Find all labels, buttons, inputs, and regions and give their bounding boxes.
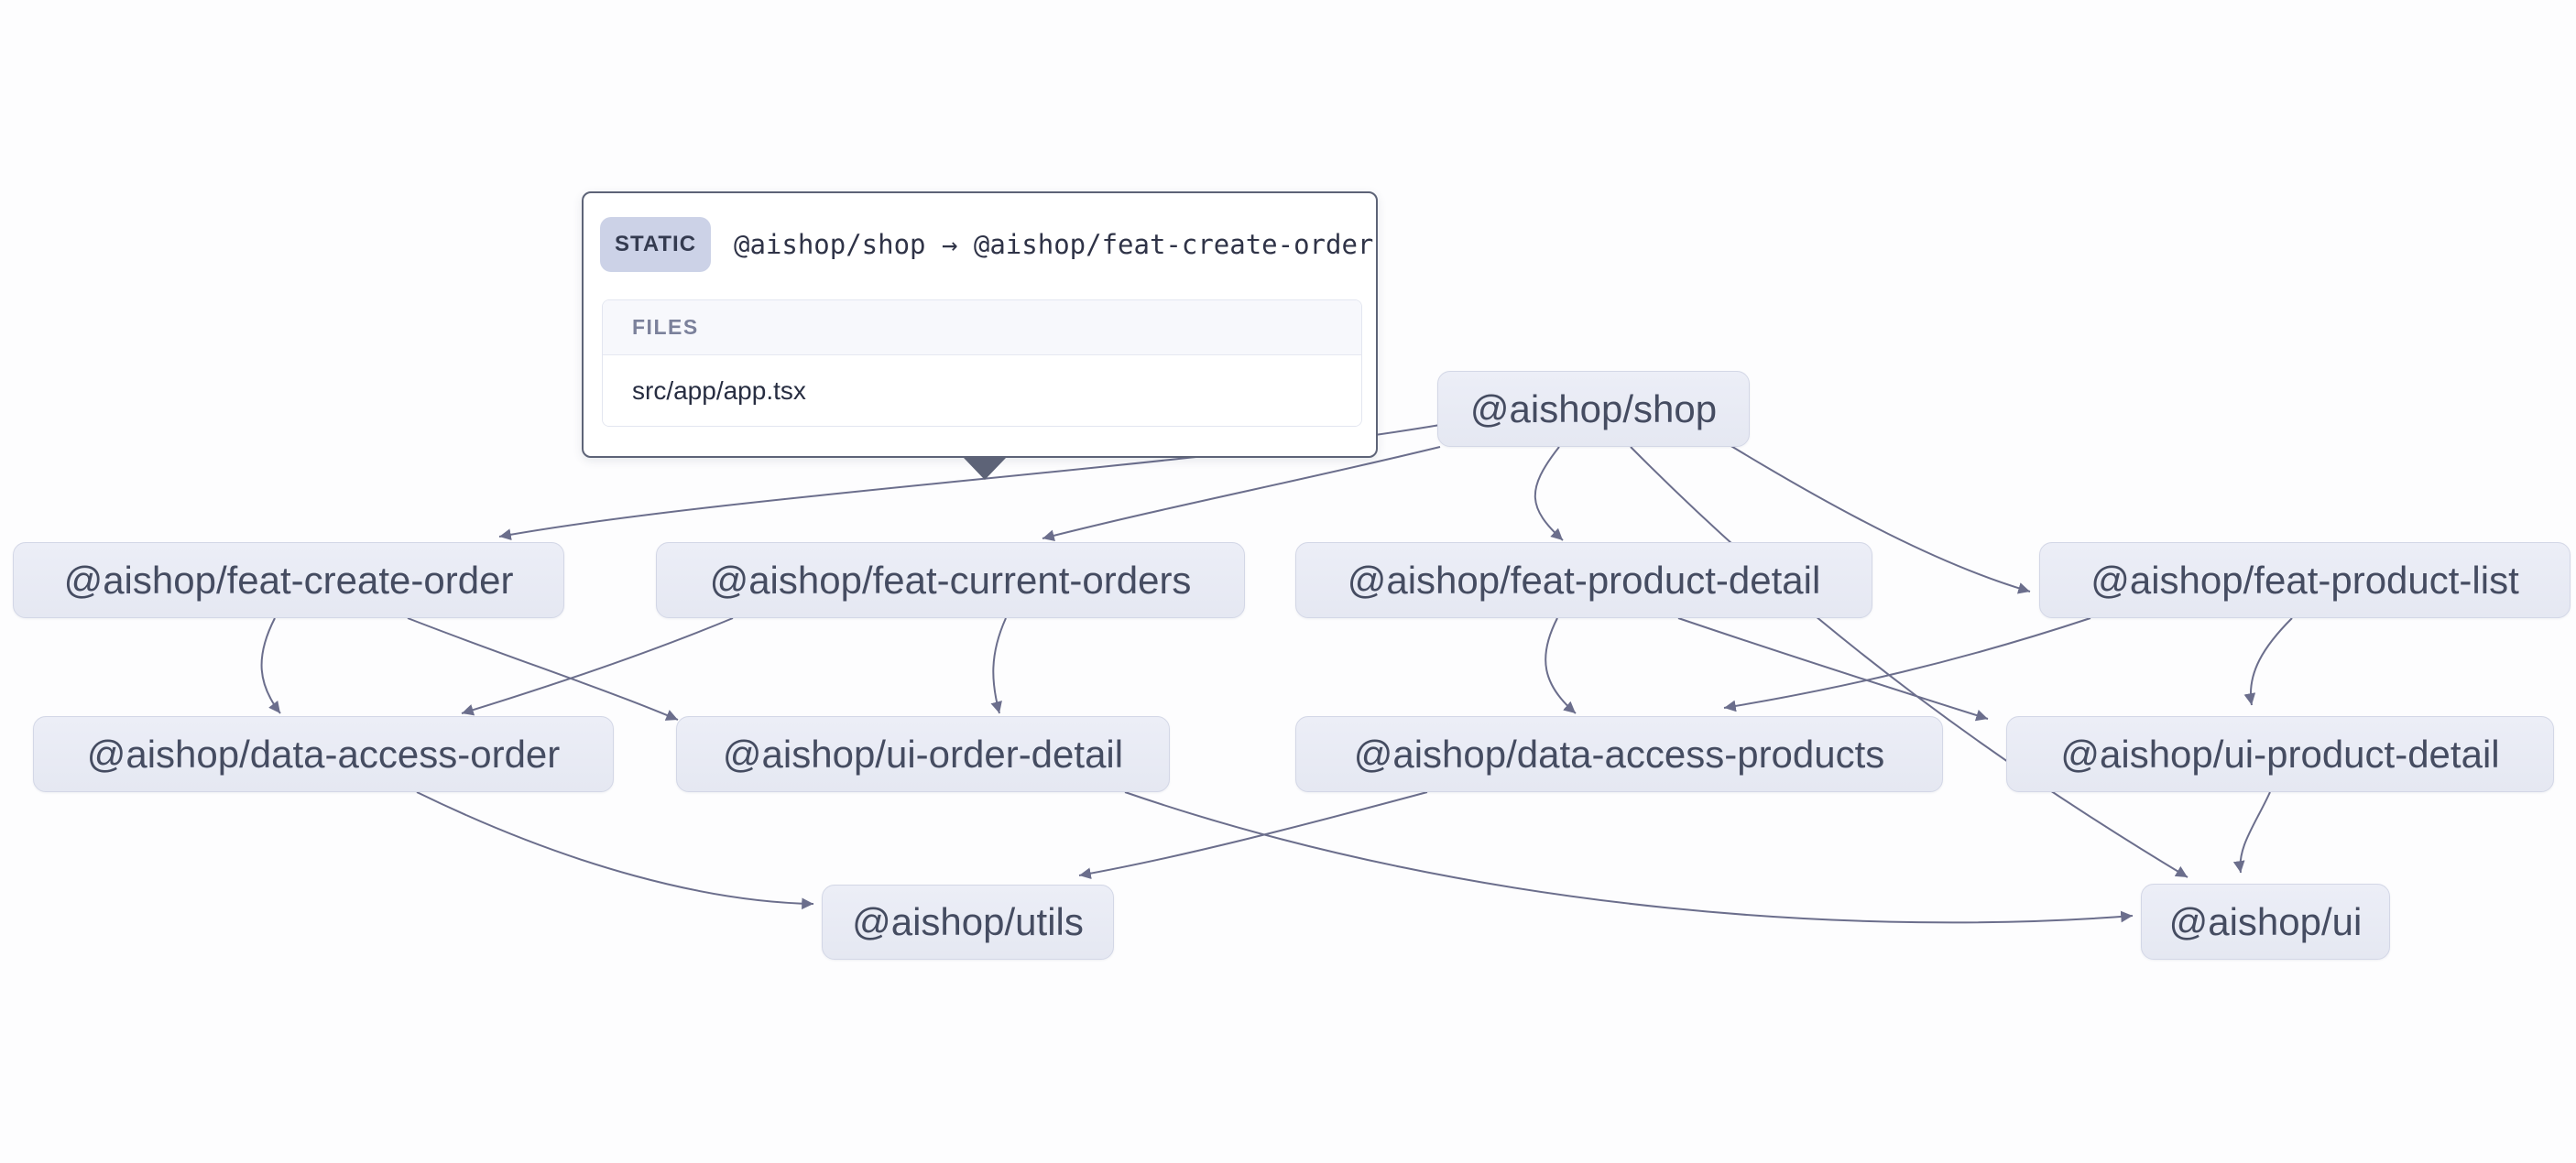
edge-shop->feat-product-list[interactable] [1729, 444, 2031, 594]
graph-node-ui-product-detail[interactable]: @aishop/ui-product-detail [2006, 716, 2554, 792]
graph-node-ui-order-detail[interactable]: @aishop/ui-order-detail [676, 716, 1170, 792]
edge-feat-product-detail->ui-product-detail[interactable] [1677, 617, 1989, 722]
edge-tooltip-header: STATIC @aishop/shop → @aishop/feat-creat… [584, 193, 1376, 272]
graph-node-feat-product-list[interactable]: @aishop/feat-product-list [2039, 542, 2571, 618]
edge-shop->feat-product-detail[interactable] [1534, 446, 1564, 541]
graph-node-data-access-products[interactable]: @aishop/data-access-products [1295, 716, 1943, 792]
graph-node-feat-current-orders[interactable]: @aishop/feat-current-orders [656, 542, 1245, 618]
graph-node-data-access-order[interactable]: @aishop/data-access-order [33, 716, 614, 792]
edge-data-access-order->utils[interactable] [416, 791, 814, 910]
edge-tooltip: STATIC @aishop/shop → @aishop/feat-creat… [582, 191, 1378, 480]
edge-type-badge: STATIC [600, 217, 711, 272]
graph-node-shop[interactable]: @aishop/shop [1437, 371, 1750, 447]
edge-feat-current-orders->ui-order-detail[interactable] [990, 617, 1007, 714]
tooltip-caret-icon [964, 458, 1006, 480]
edge-shop->feat-current-orders[interactable] [1042, 446, 1441, 542]
edge-ui-order-detail->ui[interactable] [1124, 791, 2134, 924]
edge-feat-product-list->ui-product-detail[interactable] [2243, 617, 2293, 706]
edge-shop->ui[interactable] [1630, 446, 2189, 878]
graph-node-feat-product-detail[interactable]: @aishop/feat-product-detail [1295, 542, 1872, 618]
edge-feat-product-detail->data-access-products[interactable] [1545, 617, 1577, 714]
edge-tooltip-title: @aishop/shop → @aishop/feat-create-order [734, 229, 1374, 260]
edge-feat-current-orders->data-access-order[interactable] [461, 617, 734, 716]
edge-ui-product-detail->ui[interactable] [2232, 791, 2271, 874]
edge-files-header: FILES [603, 300, 1361, 355]
edge-data-access-products->utils[interactable] [1078, 791, 1428, 880]
edge-feat-product-list->data-access-products[interactable] [1723, 617, 2091, 712]
edge-feat-create-order->data-access-order[interactable] [260, 617, 281, 714]
edge-feat-create-order->ui-order-detail[interactable] [407, 617, 679, 721]
graph-node-ui[interactable]: @aishop/ui [2141, 884, 2390, 960]
edge-files-card: FILES src/app/app.tsx [602, 299, 1362, 427]
graph-node-utils[interactable]: @aishop/utils [822, 885, 1114, 960]
graph-node-feat-create-order[interactable]: @aishop/feat-create-order [13, 542, 564, 618]
edge-file-item: src/app/app.tsx [603, 355, 1361, 426]
